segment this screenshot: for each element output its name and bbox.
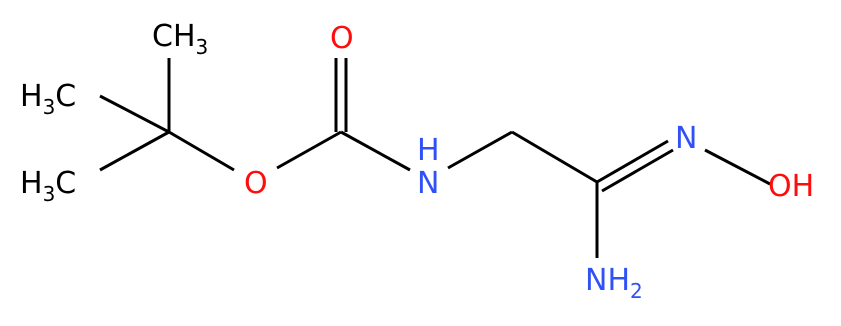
label-oh: OH xyxy=(768,169,814,204)
bond-n-ch2 xyxy=(447,130,513,170)
label-ch3-top: CH3 xyxy=(152,19,208,59)
bond-c-ch3-bot xyxy=(99,130,170,172)
bond-c-n-amide xyxy=(340,130,411,172)
bond-o-c-carbonyl xyxy=(276,130,342,170)
label-o-carbonyl: O xyxy=(330,21,354,56)
label-n-amide: N xyxy=(417,166,439,201)
label-n-oxime: N xyxy=(675,121,697,156)
bond-c-o-ester xyxy=(168,130,235,172)
bond-ch2-c xyxy=(511,130,598,184)
label-ch3-mid: H3C xyxy=(20,79,76,119)
bond-c-ch3-mid xyxy=(99,94,170,134)
bond-n-oh xyxy=(704,148,771,186)
bond-c-n-oxime-1 xyxy=(596,139,669,184)
label-ch3-bot: H3C xyxy=(20,166,76,206)
label-o-ester: O xyxy=(244,166,268,201)
label-h-amide: H xyxy=(417,133,440,168)
label-nh2: NH2 xyxy=(585,263,643,303)
bond-c-n-oxime-2 xyxy=(601,148,674,193)
